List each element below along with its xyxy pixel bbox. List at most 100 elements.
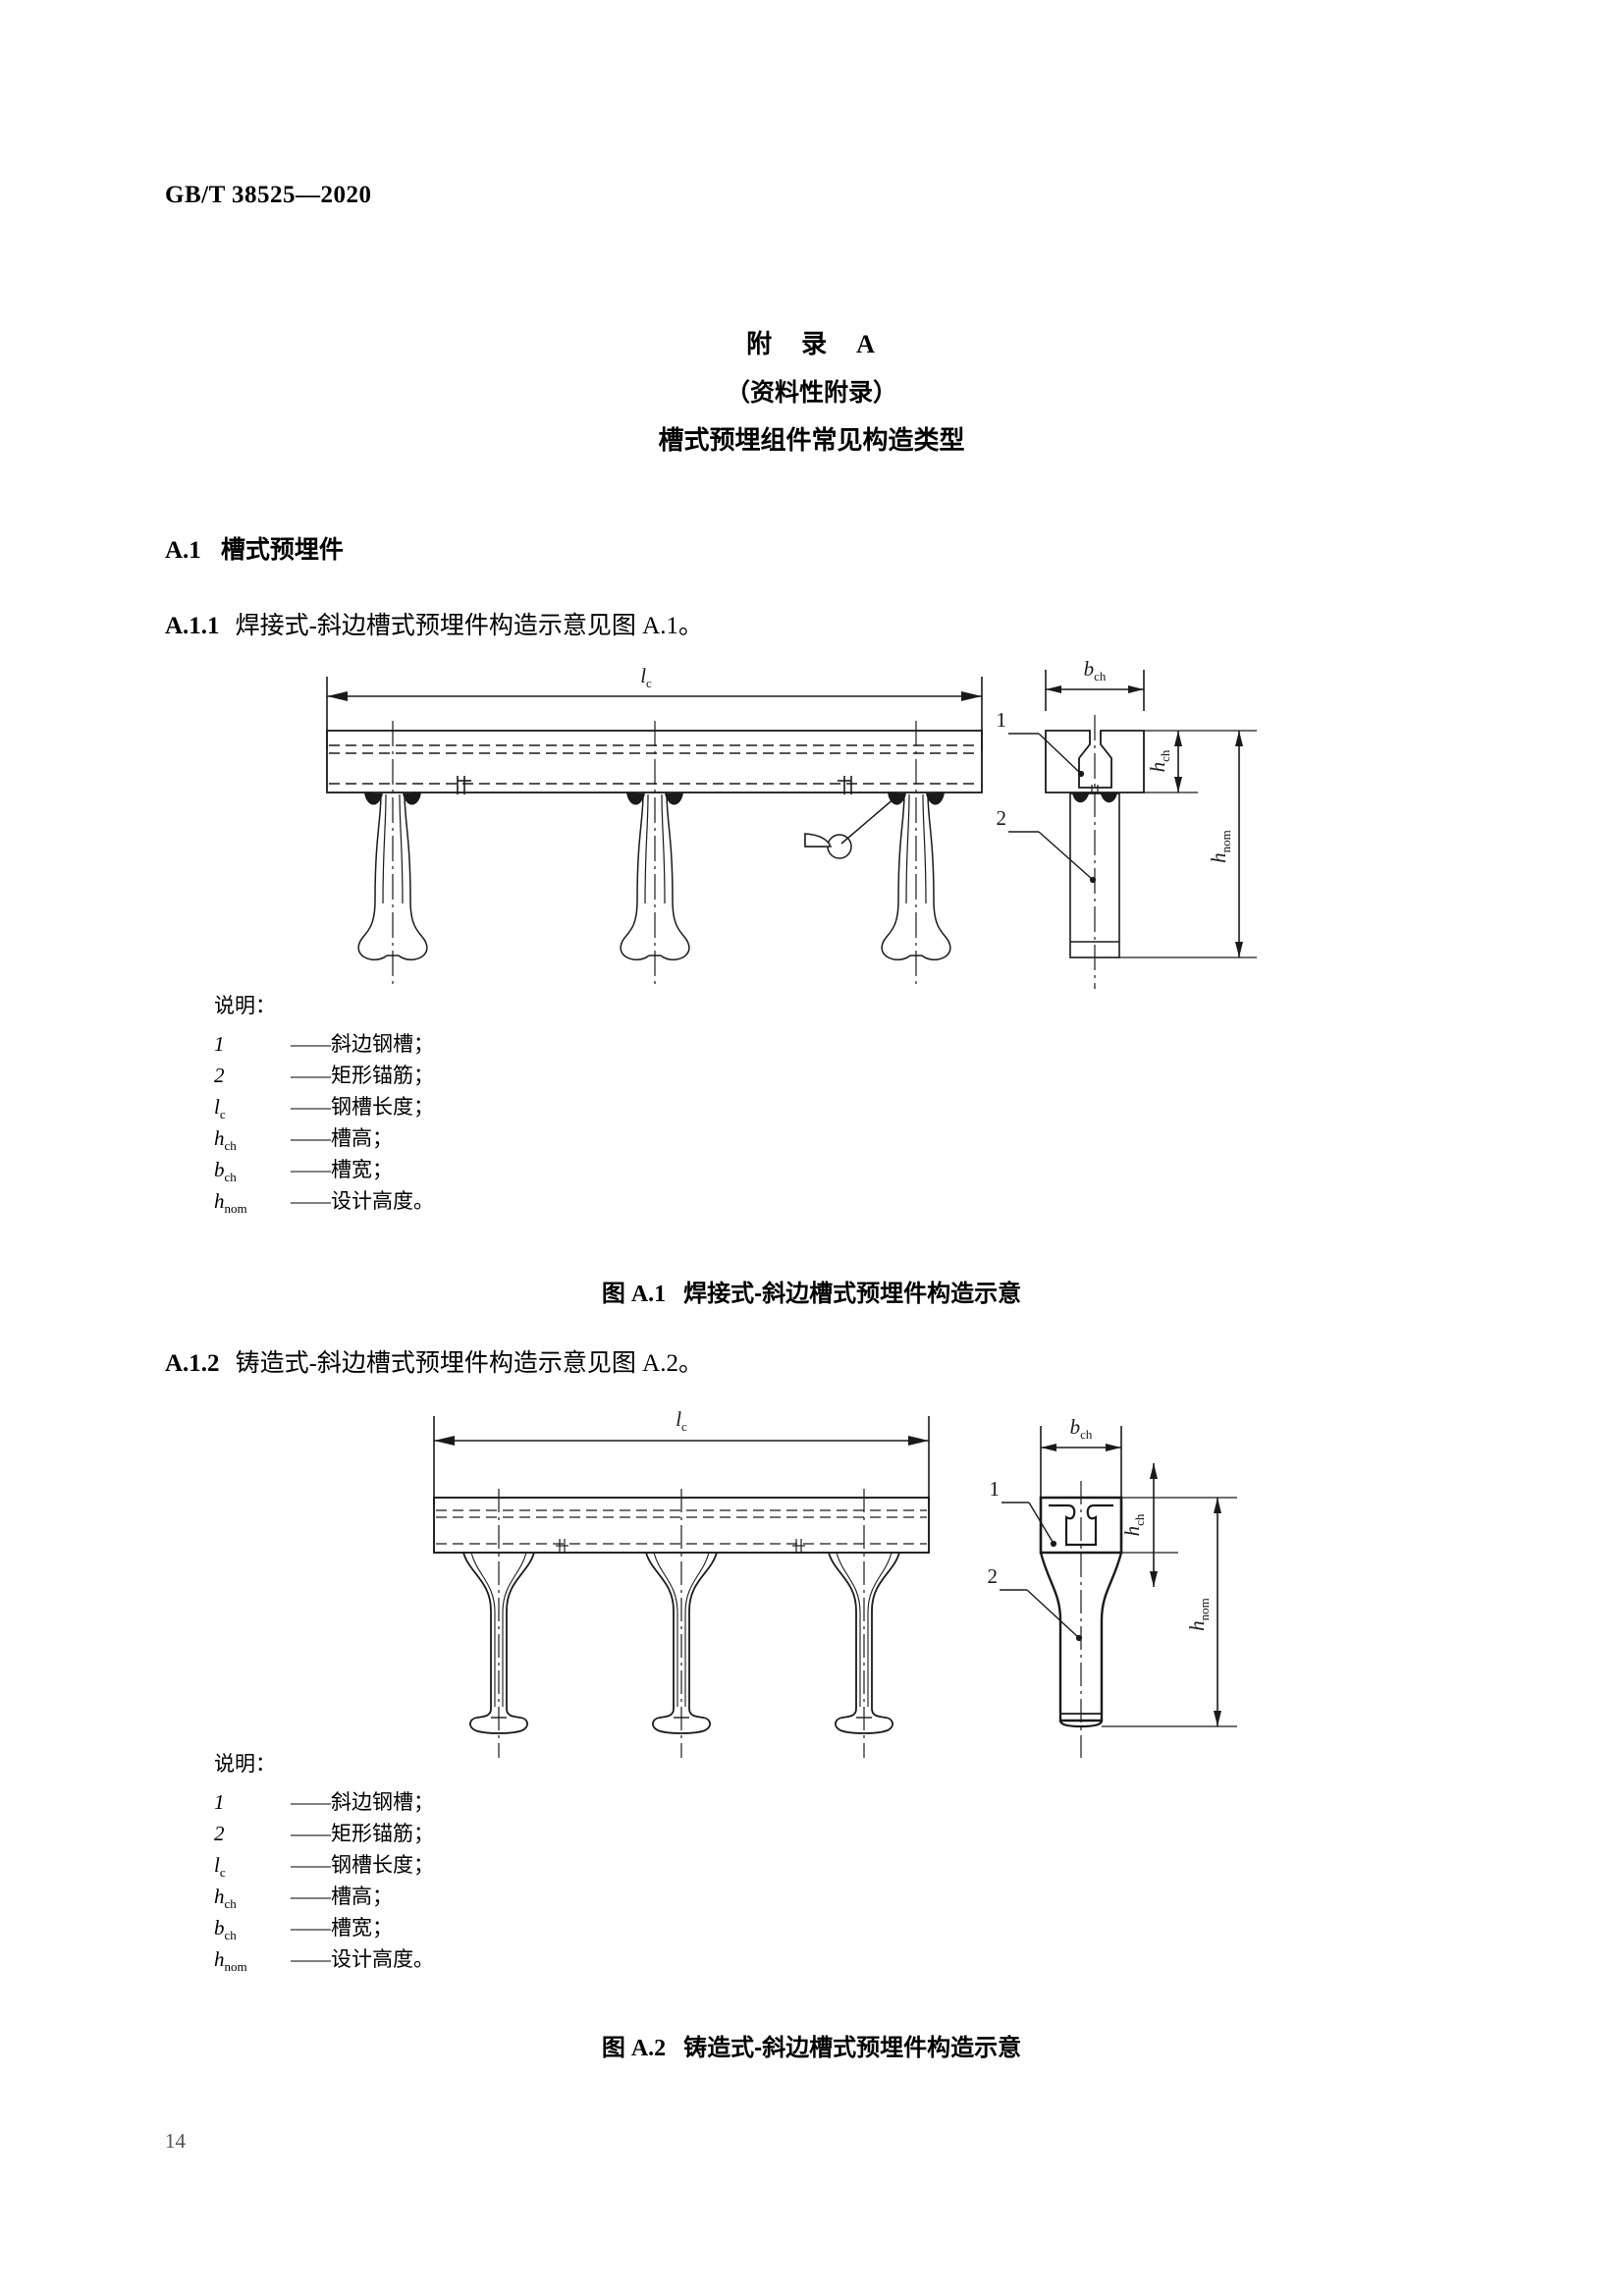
hnom-arrow-bot bbox=[1235, 942, 1243, 957]
legend-item: lc —— 钢槽长度； bbox=[214, 1091, 434, 1122]
legend-symbol: hnom bbox=[214, 1947, 247, 1975]
legend-text: 槽高； bbox=[331, 1885, 393, 1908]
sec-weld-right bbox=[1100, 793, 1117, 803]
legend-item: bch —— 槽宽； bbox=[214, 1912, 434, 1943]
page-number: 14 bbox=[165, 2129, 186, 2153]
hnom-arrow-top bbox=[1214, 1498, 1221, 1513]
legend-dash: —— bbox=[291, 1064, 331, 1087]
dim-arrow-right bbox=[961, 691, 982, 701]
break-mark-2 bbox=[792, 1539, 805, 1554]
legend-item: hch —— 槽高； bbox=[214, 1881, 434, 1912]
sec-dim-arrow-left bbox=[1046, 685, 1061, 693]
legend-dash: —— bbox=[291, 1032, 331, 1056]
legend-dash: —— bbox=[291, 1790, 331, 1814]
legend-text: 斜边钢槽； bbox=[331, 1032, 434, 1056]
callout-1-label: 1 bbox=[990, 1477, 1001, 1501]
callout-2-leader bbox=[1000, 1589, 1083, 1642]
figure-a1-caption-number: 图 A.1 bbox=[601, 1282, 667, 1307]
hch-label: hch bbox=[1120, 1513, 1147, 1536]
legend-text: 设计高度。 bbox=[331, 1189, 434, 1213]
dim-arrow-right bbox=[908, 1436, 929, 1446]
hnom-label: hnom bbox=[1207, 830, 1233, 863]
sec-dim-label-bch: bch bbox=[1070, 1415, 1093, 1442]
legend-text: 矩形锚筋； bbox=[331, 1064, 434, 1087]
legend-item: hnom —— 设计高度。 bbox=[214, 1185, 434, 1217]
break-mark-1 bbox=[556, 1539, 568, 1554]
legend-symbol: hch bbox=[214, 1885, 237, 1912]
clause-number-a12: A.1.2 bbox=[165, 1350, 220, 1377]
anchor-2-elevation bbox=[620, 792, 690, 960]
legend-dash: —— bbox=[291, 1916, 331, 1940]
legend-dash: —— bbox=[291, 1853, 331, 1877]
legend-text: 钢槽长度； bbox=[331, 1095, 434, 1119]
legend-item: hnom —— 设计高度。 bbox=[214, 1943, 434, 1975]
dim-arrow-left bbox=[327, 691, 348, 701]
callout-2-leader bbox=[1008, 831, 1097, 884]
anchor-bar-section bbox=[1069, 793, 1120, 958]
figure-a1-svg: lc bbox=[326, 657, 1257, 989]
legend-text: 斜边钢槽； bbox=[331, 1790, 434, 1814]
figure-a2-caption-number: 图 A.2 bbox=[601, 2036, 667, 2061]
legend-text: 矩形锚筋； bbox=[331, 1822, 434, 1845]
break-mark-2 bbox=[838, 776, 852, 794]
figure-a2-legend: 说明： 1 —— 斜边钢槽； 2 —— 矩形锚筋； lc —— 钢槽长度； hc… bbox=[214, 1748, 434, 1975]
legend-text: 设计高度。 bbox=[331, 1947, 434, 1971]
figure-a2-caption-text: 铸造式-斜边槽式预埋件构造示意 bbox=[683, 2035, 1022, 2061]
legend-title: 说明： bbox=[214, 1752, 276, 1776]
legend-symbol: lc bbox=[214, 1853, 226, 1881]
legend-item: bch —— 槽宽； bbox=[214, 1154, 434, 1185]
figure-a2-svg: lc bbox=[433, 1407, 1237, 1758]
clause-heading-a1: A.1 槽式预埋件 bbox=[165, 530, 344, 566]
break-mark-1 bbox=[457, 776, 471, 794]
anchor-1-elevation bbox=[462, 1552, 535, 1734]
clause-title-a1: 槽式预埋件 bbox=[220, 536, 344, 564]
legend-symbol: 2 bbox=[214, 1822, 225, 1845]
legend-symbol: hnom bbox=[214, 1189, 247, 1217]
hnom-label: hnom bbox=[1185, 1598, 1212, 1631]
legend-text: 槽高； bbox=[331, 1126, 393, 1150]
figure-a1-legend: 说明： 1 —— 斜边钢槽； 2 —— 矩形锚筋； lc —— 钢槽长度； hc… bbox=[214, 990, 434, 1217]
clause-number-a1: A.1 bbox=[165, 537, 201, 564]
legend-item: 1 —— 斜边钢槽； bbox=[214, 1786, 434, 1818]
legend-dash: —— bbox=[291, 1158, 331, 1181]
running-header-standard-number: GB/T 38525—2020 bbox=[165, 182, 372, 208]
legend-dash: —— bbox=[291, 1822, 331, 1845]
hnom-arrow-bot bbox=[1214, 1711, 1221, 1726]
anchor-3-elevation bbox=[881, 792, 951, 960]
clause-paragraph-a12: A.1.2 铸造式-斜边槽式预埋件构造示意见图 A.2。 bbox=[165, 1343, 703, 1379]
legend-dash: —— bbox=[291, 1947, 331, 1971]
anchor-2-elevation bbox=[645, 1552, 718, 1734]
clause-text-a12: 铸造式-斜边槽式预埋件构造示意见图 A.2。 bbox=[235, 1350, 703, 1377]
legend-symbol: 1 bbox=[214, 1032, 225, 1056]
anchor-body-section bbox=[1039, 1552, 1123, 1728]
legend-symbol: hch bbox=[214, 1126, 237, 1154]
figure-a2-drawing: lc bbox=[393, 1387, 1316, 1758]
legend-item: 1 —— 斜边钢槽； bbox=[214, 1028, 434, 1060]
hch-arrow-bot bbox=[1150, 1571, 1158, 1587]
anchor-3-elevation bbox=[828, 1552, 900, 1734]
legend-dash: —— bbox=[291, 1126, 331, 1150]
legend-symbol: lc bbox=[214, 1095, 226, 1122]
legend-item: 2 —— 矩形锚筋； bbox=[214, 1818, 434, 1849]
dim-label-lc: lc bbox=[640, 664, 652, 690]
legend-symbol: 1 bbox=[214, 1790, 225, 1814]
sec-dim-arrow-right bbox=[1106, 1444, 1121, 1451]
anchor-1-elevation bbox=[357, 792, 428, 960]
legend-symbol: bch bbox=[214, 1916, 237, 1943]
weld-symbol bbox=[804, 796, 896, 859]
callout-1-label: 1 bbox=[997, 708, 1007, 732]
legend-title: 说明： bbox=[214, 994, 276, 1017]
legend-dash: —— bbox=[291, 1189, 331, 1213]
sec-dim-label-bch: bch bbox=[1084, 657, 1107, 683]
legend-dash: —— bbox=[291, 1095, 331, 1119]
legend-item: 2 —— 矩形锚筋； bbox=[214, 1060, 434, 1091]
figure-a2-caption: 图 A.2 铸造式-斜边槽式预埋件构造示意 bbox=[0, 2028, 1623, 2062]
figure-a1-caption-text: 焊接式-斜边槽式预埋件构造示意 bbox=[683, 1281, 1022, 1307]
figure-a1-drawing: lc bbox=[314, 650, 1316, 989]
legend-dash: —— bbox=[291, 1885, 331, 1908]
callout-1-leader bbox=[1008, 733, 1085, 778]
hch-arrow-top bbox=[1174, 731, 1182, 746]
hnom-arrow-top bbox=[1235, 731, 1243, 746]
hch-arrow-top bbox=[1150, 1463, 1158, 1479]
